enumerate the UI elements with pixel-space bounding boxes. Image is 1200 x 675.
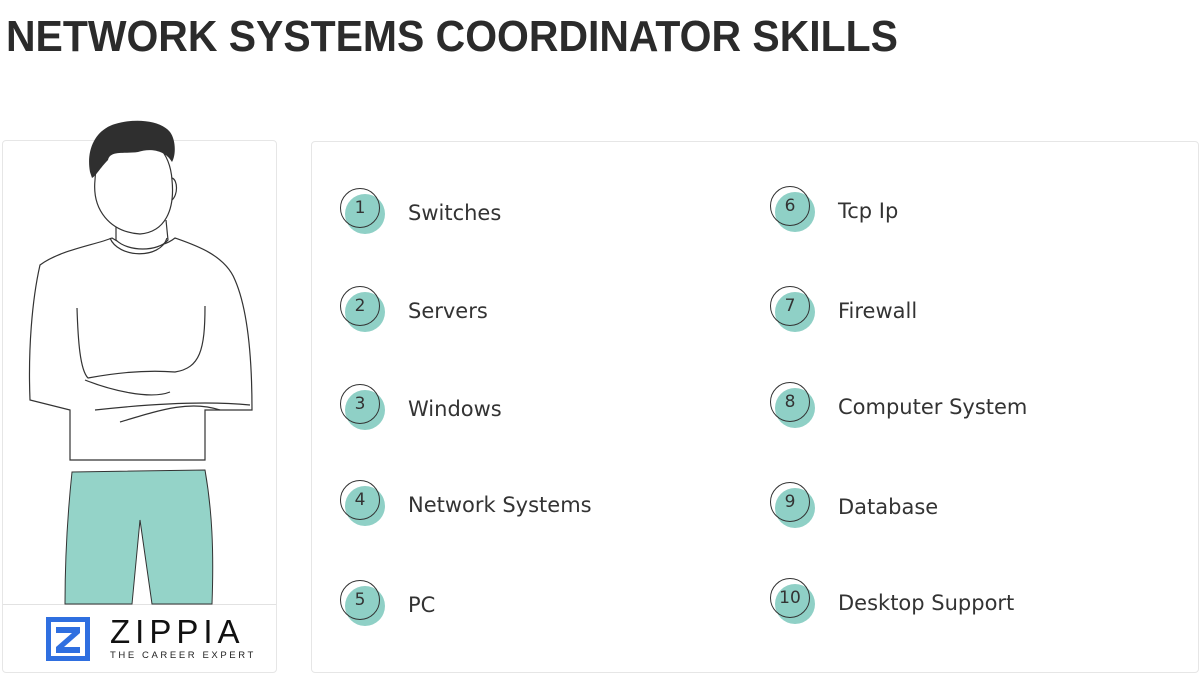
skill-label: Firewall: [838, 299, 918, 323]
skill-item-6: 6 Tcp Ip: [770, 186, 898, 236]
skill-label: Switches: [408, 201, 502, 225]
number-badge: 7: [770, 286, 820, 336]
number-badge: 4: [340, 480, 390, 530]
skill-label: Computer System: [838, 395, 1028, 419]
skill-item-1: 1 Switches: [340, 188, 501, 238]
zippia-logo[interactable]: ZIPPIA THE CAREER EXPERT: [46, 613, 256, 661]
skill-label: Windows: [408, 397, 502, 421]
number-badge: 2: [340, 286, 390, 336]
skill-label: PC: [408, 593, 436, 617]
skill-label: Tcp Ip: [838, 199, 899, 223]
zippia-z-icon: [46, 617, 90, 661]
skill-item-9: 9 Database: [770, 482, 938, 532]
skill-item-3: 3 Windows: [340, 384, 502, 434]
skill-item-2: 2 Servers: [340, 286, 488, 336]
number-badge: 8: [770, 382, 820, 432]
skill-label: Desktop Support: [838, 591, 1015, 615]
skill-item-7: 7 Firewall: [770, 286, 917, 336]
number-badge: 9: [770, 482, 820, 532]
skill-item-8: 8 Computer System: [770, 382, 1027, 432]
number-badge: 5: [340, 580, 390, 630]
skill-item-5: 5 PC: [340, 580, 435, 630]
brand-tagline: THE CAREER EXPERT: [110, 650, 256, 661]
divider: [3, 604, 276, 605]
skill-item-10: 10 Desktop Support: [770, 578, 1014, 628]
skill-label: Servers: [408, 299, 488, 323]
page-title: NETWORK SYSTEMS COORDINATOR SKILLS: [6, 12, 898, 61]
number-badge: 3: [340, 384, 390, 434]
number-badge: 6: [770, 186, 820, 236]
number-badge: 1: [340, 188, 390, 238]
person-illustration: [28, 120, 253, 605]
skills-card: [311, 141, 1199, 673]
skill-label: Network Systems: [408, 493, 592, 517]
number-badge: 10: [770, 578, 820, 628]
brand-name: ZIPPIA: [110, 613, 245, 650]
skill-label: Database: [838, 495, 939, 519]
skill-item-4: 4 Network Systems: [340, 480, 592, 530]
